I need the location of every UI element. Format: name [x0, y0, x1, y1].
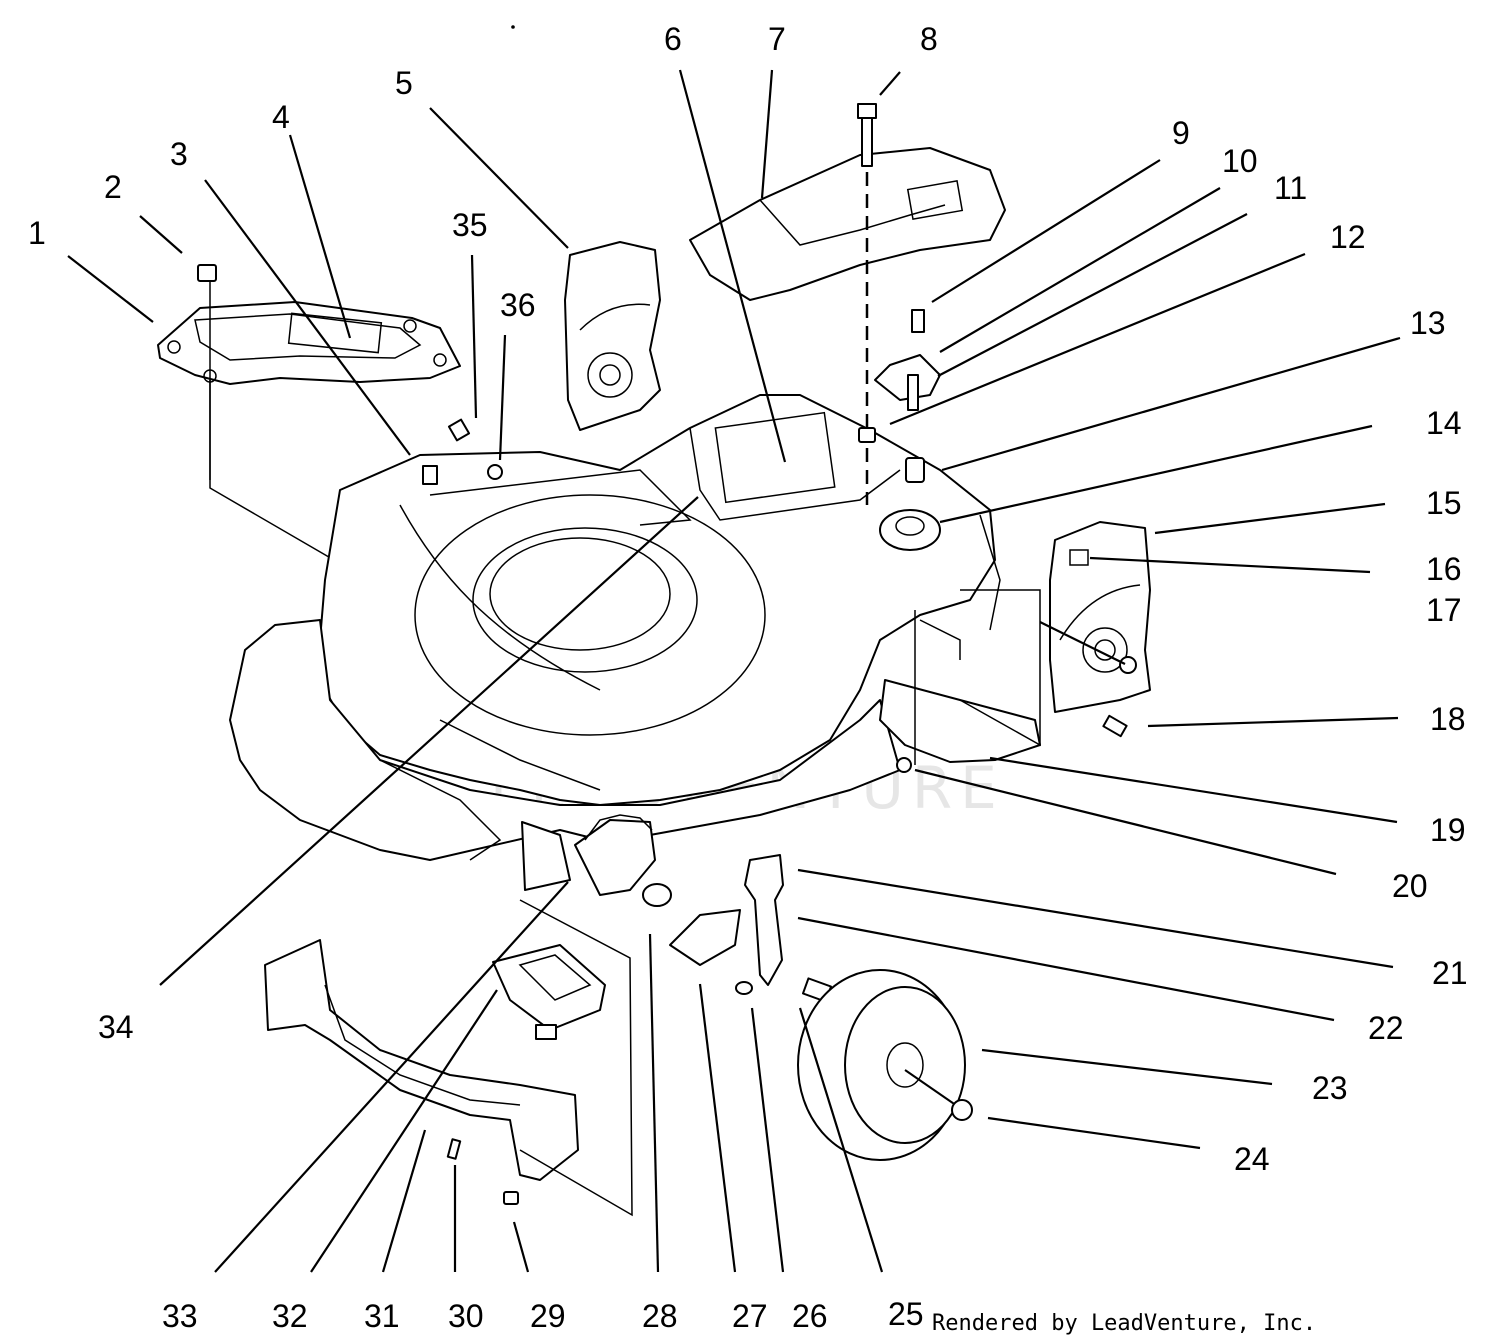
callout-29: 29 [530, 1298, 566, 1334]
callout-25: 25 [888, 1296, 924, 1332]
callout-13: 13 [1410, 305, 1446, 341]
credit-text: Rendered by LeadVenture, Inc. [932, 1311, 1316, 1336]
callout-6: 6 [664, 21, 682, 57]
stray-dot [511, 25, 515, 29]
callout-32: 32 [272, 1298, 308, 1334]
callout-31: 31 [364, 1298, 400, 1334]
callout-36: 36 [500, 287, 536, 323]
callout-27: 27 [732, 1298, 768, 1334]
callout-18: 18 [1430, 701, 1466, 737]
callout-8: 8 [920, 21, 938, 57]
leader-lines [67, 69, 1401, 1273]
callout-7: 7 [768, 21, 786, 57]
callout-33: 33 [162, 1298, 198, 1334]
parts-artwork [157, 103, 1151, 1217]
callout-16: 16 [1426, 551, 1462, 587]
deck-skirt [229, 619, 901, 861]
callout-28: 28 [642, 1298, 678, 1334]
cover-plate [157, 301, 461, 385]
callout-30: 30 [448, 1298, 484, 1334]
callout-9: 9 [1172, 115, 1190, 151]
callout-2: 2 [104, 169, 122, 205]
left-adjust-plate [564, 241, 661, 431]
callout-26: 26 [792, 1298, 828, 1334]
callout-34: 34 [98, 1009, 134, 1045]
rear-baffle [879, 679, 1041, 763]
callout-17: 17 [1426, 592, 1462, 628]
callout-5: 5 [395, 65, 413, 101]
callout-4: 4 [272, 99, 290, 135]
callout-23: 23 [1312, 1070, 1348, 1106]
callout-1: 1 [28, 215, 46, 251]
callout-35: 35 [452, 207, 488, 243]
callout-19: 19 [1430, 812, 1466, 848]
callout-12: 12 [1330, 219, 1366, 255]
rear-skirt [264, 939, 579, 1181]
right-adjust-plate [1049, 521, 1151, 713]
callout-11: 11 [1274, 170, 1307, 206]
callout-15: 15 [1426, 485, 1462, 521]
mower-deck [319, 394, 996, 806]
callout-3: 3 [170, 136, 188, 172]
callout-labels: 1 2 3 4 5 6 7 8 9 10 11 12 13 14 15 16 1… [28, 21, 1468, 1334]
callout-24: 24 [1234, 1141, 1270, 1177]
callout-21: 21 [1432, 955, 1468, 991]
callout-14: 14 [1426, 405, 1462, 441]
callout-10: 10 [1222, 143, 1258, 179]
rear-cover [689, 147, 1006, 301]
callout-20: 20 [1392, 868, 1428, 904]
callout-22: 22 [1368, 1010, 1404, 1046]
